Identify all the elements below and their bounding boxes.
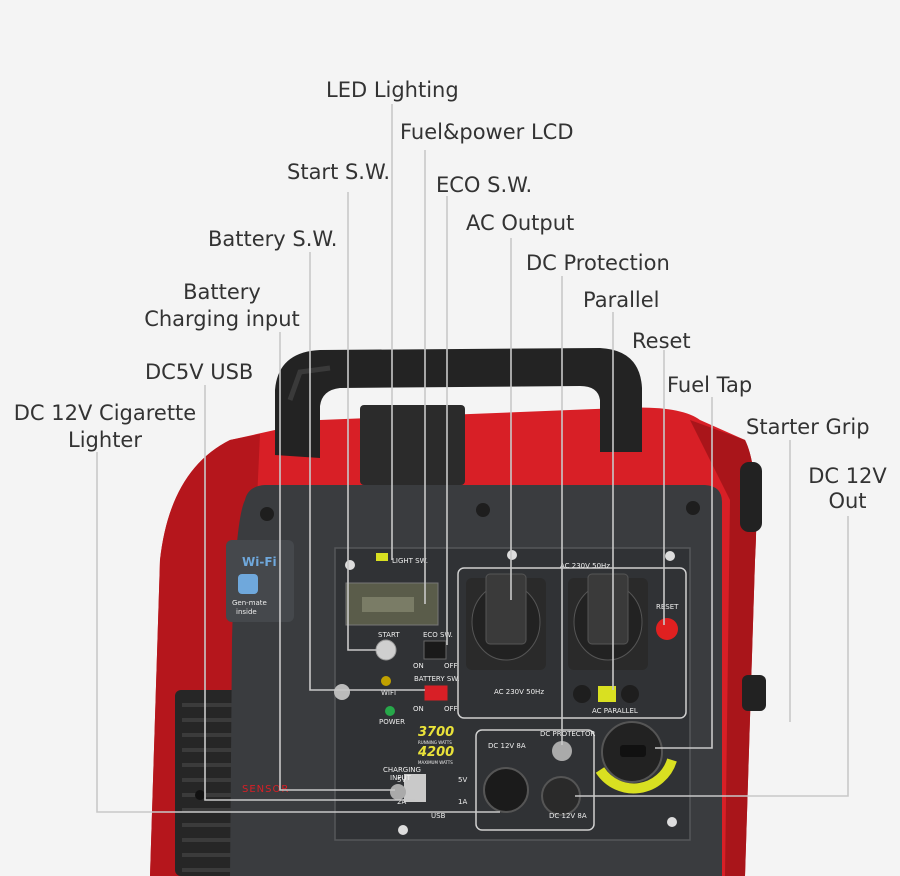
label-dc12v-cigarette-1: DC 12V Cigarette <box>13 401 197 425</box>
fuel-tap-arc <box>595 758 677 794</box>
usb-2a: 2A <box>397 798 406 806</box>
wifi-badge-text: Wi-Fi <box>242 555 277 569</box>
cigarette-socket[interactable] <box>483 767 529 813</box>
maximum-watts-label: MAXIMUM WATTS <box>418 760 453 765</box>
charging-input-port[interactable] <box>390 784 406 800</box>
dc12v-out-port[interactable] <box>541 776 581 816</box>
fuel-tap-lever[interactable] <box>620 745 646 757</box>
usb-5v-left: 5V <box>397 776 406 784</box>
label-starter-grip: Starter Grip <box>746 415 870 439</box>
ac-voltage-top: AC 230V 50Hz <box>560 562 610 570</box>
ac-socket-right[interactable] <box>568 573 648 670</box>
label-led-lighting: LED Lighting <box>326 78 459 102</box>
wifi-badge: Wi-Fi Gen-mate inside <box>226 540 294 622</box>
gen-mate-text-1: Gen-mate <box>232 599 267 607</box>
battery-on-label: ON <box>413 705 424 713</box>
carry-handle <box>275 348 642 485</box>
brand-text: SENSOR <box>242 784 289 795</box>
reset-panel-label: RESET <box>656 603 679 611</box>
charging-input-label-1: CHARGING <box>383 766 421 774</box>
battery-off-label: OFF <box>444 705 458 713</box>
power-indicator <box>385 706 395 716</box>
label-dc12v-out-1: DC 12V <box>808 464 887 488</box>
battery-switch[interactable] <box>423 684 449 702</box>
usb-1a: 1A <box>458 798 467 806</box>
label-reset: Reset <box>632 329 691 353</box>
label-battery-sw: Battery S.W. <box>208 227 338 251</box>
label-eco-sw: ECO S.W. <box>436 173 533 197</box>
start-label: START <box>378 631 400 639</box>
label-start-sw: Start S.W. <box>287 160 391 184</box>
eco-sw-label: ECO SW. <box>423 631 453 639</box>
label-parallel: Parallel <box>583 288 660 312</box>
dc12v8a-label: DC 12V 8A <box>488 742 526 750</box>
wifi-indicator <box>381 676 391 686</box>
gen-mate-text-2: inside <box>236 608 257 616</box>
parallel-port-right[interactable] <box>621 685 639 703</box>
eco-on-label: ON <box>413 662 424 670</box>
maximum-watts-value: 4200 <box>417 745 454 760</box>
charging-input-label-2: INPUT <box>390 774 412 782</box>
running-watts-value: 3700 <box>418 725 454 740</box>
label-battery-charging-2: Charging input <box>144 307 300 331</box>
ac-parallel-label: AC PARALLEL <box>592 707 638 715</box>
light-sw-label: LIGHT SW. <box>392 557 428 565</box>
dc-protector-button[interactable] <box>552 741 572 761</box>
eco-switch[interactable] <box>423 640 447 660</box>
ac-socket-left[interactable] <box>466 573 546 670</box>
eco-off-label: OFF <box>444 662 458 670</box>
power-label: POWER <box>379 718 405 726</box>
dc-protector-label: DC PROTECTOR <box>540 730 595 738</box>
label-ac-output: AC Output <box>466 211 575 235</box>
wifi-small-label: WIFI <box>381 689 396 697</box>
usb-ports[interactable] <box>404 774 426 802</box>
ac-voltage-bottom: AC 230V 50Hz <box>494 688 544 696</box>
dc-12v-8a-small: DC 12V 8A <box>549 812 587 820</box>
label-dc12v-cigarette-2: Lighter <box>68 428 142 452</box>
dc-frame <box>475 729 595 831</box>
label-dc5v-usb: DC5V USB <box>145 360 254 384</box>
led-light-icon <box>376 553 388 561</box>
label-fuel-power-lcd: Fuel&power LCD <box>400 120 574 144</box>
reset-button[interactable] <box>656 618 678 640</box>
label-dc12v-out-2: Out <box>828 489 867 513</box>
usb-5v-right: 5V <box>458 776 467 784</box>
parallel-port-left[interactable] <box>573 685 591 703</box>
running-watts-label: RUNNING WATTS <box>418 740 452 745</box>
usb-label: USB <box>431 812 446 820</box>
label-dc-protection: DC Protection <box>526 251 670 275</box>
parallel-warning <box>598 686 616 702</box>
leader-lines <box>96 104 849 813</box>
battery-sw-label: BATTERY SW. <box>414 675 460 683</box>
label-fuel-tap: Fuel Tap <box>667 373 753 397</box>
ac-output-frame <box>457 567 687 719</box>
panel-knob <box>334 684 350 700</box>
fuel-power-lcd <box>345 582 439 626</box>
label-battery-charging-1: Battery <box>183 280 261 304</box>
